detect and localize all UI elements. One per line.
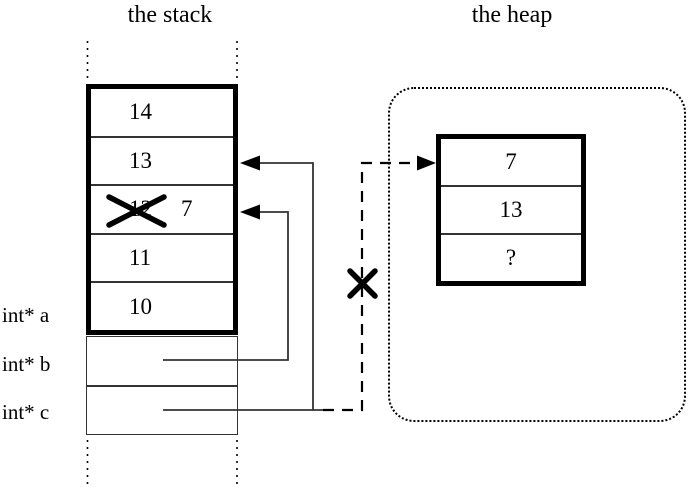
stack-cell-value: 14 <box>129 99 152 125</box>
label-int-b: int* b <box>2 352 51 376</box>
stack-cell-new-value: 7 <box>181 196 193 222</box>
stack-frame-box: 14 13 12 7 11 10 <box>86 84 238 335</box>
stack-cell: 11 <box>91 232 233 282</box>
heap-object-box: 7 13 ? <box>436 134 586 286</box>
stack-cell: 10 <box>91 281 233 330</box>
label-int-a: int* a <box>2 303 50 327</box>
stack-cell: 14 <box>91 89 233 136</box>
stack-cell: 13 <box>91 135 233 185</box>
heap-cell: 7 <box>441 139 581 185</box>
heap-cell-value: 13 <box>499 197 523 222</box>
pointer-cell-c <box>87 384 237 435</box>
dangling-pointer-x-icon <box>347 268 378 299</box>
heap-cell: 13 <box>441 185 581 233</box>
stack-cell-value: 11 <box>129 245 152 271</box>
heap-cell: ? <box>441 233 581 281</box>
heap-title: the heap <box>471 2 553 28</box>
arrowhead-c-icon <box>240 155 260 171</box>
stack-cell-updated: 12 7 <box>91 184 233 233</box>
pointer-cell-b <box>87 337 237 385</box>
heap-cell-value: ? <box>505 245 517 270</box>
stack-pointer-cells <box>86 336 238 435</box>
arrowhead-b-icon <box>240 204 260 220</box>
stack-title: the stack <box>127 2 213 28</box>
stack-cell-value: 13 <box>129 147 152 173</box>
stack-cell-old-value: 12 <box>129 196 152 222</box>
label-int-c: int* c <box>2 400 50 424</box>
heap-cell-value: 7 <box>505 149 517 174</box>
stack-cell-value: 10 <box>129 293 152 319</box>
